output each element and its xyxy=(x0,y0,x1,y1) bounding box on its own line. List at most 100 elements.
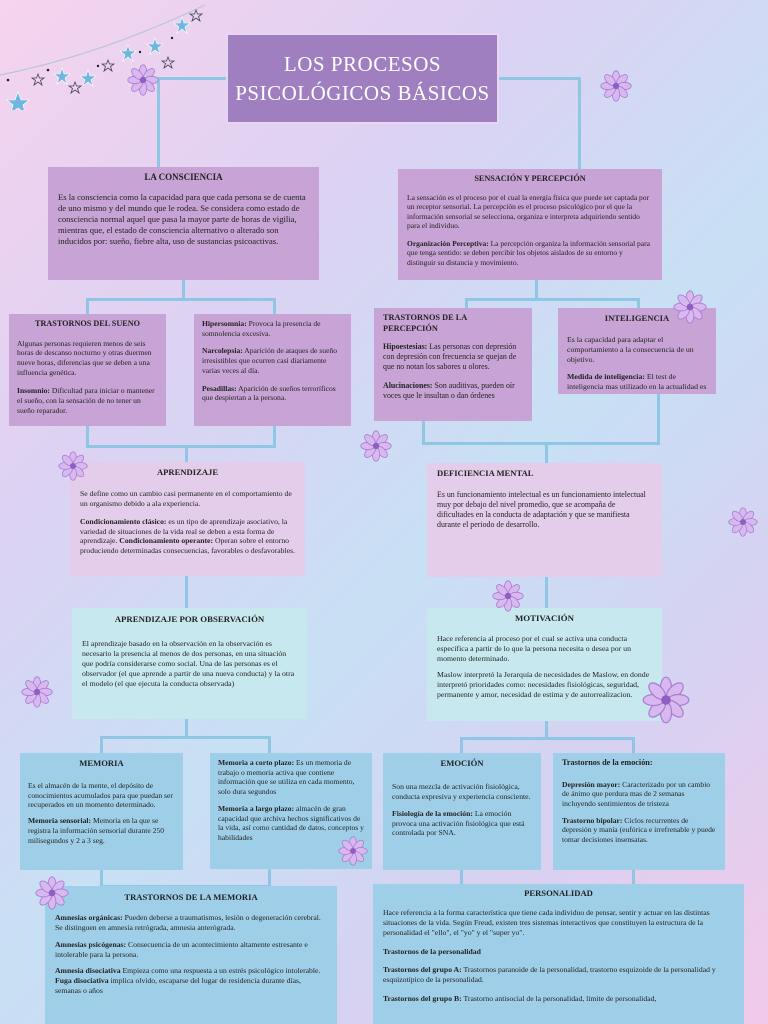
sensacion-term: Organización Perceptiva: xyxy=(407,238,489,248)
flower-icon xyxy=(728,507,758,537)
medida-text: El test de inteligencia mas utilizado en… xyxy=(567,371,707,394)
hipersomnia-term: Hipersomnia: xyxy=(202,319,247,328)
connector xyxy=(460,869,463,885)
sueno-title: TRASTORNOS DEL SUENO xyxy=(35,319,140,328)
connector xyxy=(535,280,538,300)
consciencia-text: Es la consciencia como la capacidad para… xyxy=(58,191,306,246)
pesadillas-text: Aparición de sueños terroríficos que des… xyxy=(202,383,336,403)
depresion-text: Caracterizado por un cambio de ánimo que… xyxy=(562,779,711,808)
flower-icon xyxy=(58,451,88,481)
connector xyxy=(157,77,160,169)
fuga-term: Fuga disociativa xyxy=(55,976,109,986)
deficiencia-title: DEFICIENCIA MENTAL xyxy=(437,468,534,478)
connector xyxy=(86,445,276,448)
flower-icon xyxy=(21,676,53,708)
consciencia-title: LA CONSCIENCIA xyxy=(144,172,223,182)
flower-icon xyxy=(642,676,690,724)
connector xyxy=(268,868,271,887)
grupo-b-paragraph: Trastornos del grupo B: Trastorno antiso… xyxy=(383,994,734,1004)
sensacion-box: SENSACIÓN Y PERCEPCIÓN La sensación es e… xyxy=(398,169,662,280)
connector xyxy=(578,77,581,169)
corto-plazo-term: Memoria a corto plazo: xyxy=(218,758,295,767)
aprendizaje-title: APRENDIZAJE xyxy=(156,467,219,477)
pesadillas-paragraph: Pesadillas: Aparición de sueños terroríf… xyxy=(202,384,343,403)
inteligencia-box: INTELIGENCIA Es la capacidad para adapta… xyxy=(558,308,716,394)
connector xyxy=(185,575,188,609)
inteligencia-title: INTELIGENCIA xyxy=(604,313,670,323)
connector xyxy=(657,393,660,444)
amnesias-organicas-term: Amnesias orgánicas: xyxy=(55,913,123,922)
condicionamiento-paragraph: Condicionamiento clásico: es un tipo de … xyxy=(80,517,295,556)
connector xyxy=(460,737,635,740)
largo-plazo-term: Memoria a largo plazo: xyxy=(218,803,295,813)
grupo-b-term: Trastornos del grupo B: xyxy=(383,994,462,1004)
bipolar-text: Ciclos recurrentes de depresión y manía … xyxy=(562,815,716,845)
insomnio-text: Dificultad para iniciar o mantener el su… xyxy=(17,386,155,415)
connector xyxy=(86,298,276,301)
alucinaciones-text: Son auditivas, pueden oír voces que le i… xyxy=(383,380,515,400)
observacion-box: APRENDIZAJE POR OBSERVACIÓN El aprendiza… xyxy=(72,608,307,719)
narcolepsia-term: Narcolepsia: xyxy=(202,346,243,356)
amnesias-psicogenas-text: Consecuencia de un acontecimiento altame… xyxy=(55,939,308,959)
insomnio-paragraph: Insomnio: Dificultad para iniciar o mant… xyxy=(17,386,158,415)
sueno-box: TRASTORNOS DEL SUENO Algunas personas re… xyxy=(9,314,166,426)
connector xyxy=(632,737,635,754)
connector xyxy=(632,869,635,885)
connector xyxy=(460,737,463,754)
flower-icon xyxy=(600,70,632,102)
connector xyxy=(422,442,660,445)
motivacion-title: MOTIVACIÓN xyxy=(515,613,574,623)
amnesia-disociativa-text: Empieza como una respuesta a un estrés p… xyxy=(120,966,321,976)
medida-paragraph: Medida de inteligencia: El test de intel… xyxy=(567,372,707,394)
emocion-text: Son una mezcla de activación fisiológica… xyxy=(392,782,531,801)
connector xyxy=(100,736,103,754)
sensacion-text: La sensación es el proceso por el cual l… xyxy=(407,192,650,231)
connector xyxy=(100,869,103,887)
personalidad-subtitle: Trastornos de la personalidad xyxy=(383,946,481,956)
memoria-sensorial-term: Memoria sensorial: xyxy=(28,816,92,826)
sensacion-title: SENSACIÓN Y PERCEPCIÓN xyxy=(474,174,586,183)
connector xyxy=(465,298,468,310)
connector xyxy=(637,298,640,310)
clasico-term: Condicionamiento clásico: xyxy=(80,516,167,526)
fisiologia-text: La emoción provoca una activación fisiol… xyxy=(392,808,525,838)
amnesia-disociativa-paragraph: Amnesia disociativa Empieza como una res… xyxy=(55,966,327,996)
page-title: LOS PROCESOS PSICOLÓGICOS BÁSICOS xyxy=(226,33,499,124)
star-garland xyxy=(0,4,206,110)
depresion-term: Depresión mayor: xyxy=(562,779,621,789)
emocion-box: EMOCIÓN Son una mezcla de activación fis… xyxy=(383,753,541,870)
insomnio-term: Insomnio: xyxy=(17,386,50,396)
fisiologia-paragraph: Fisiología de la emoción: La emoción pro… xyxy=(392,809,532,839)
connector xyxy=(545,577,548,610)
amnesia-disociativa-term: Amnesia disociativa xyxy=(55,966,121,976)
hipoestesias-paragraph: Hipoestesias: Las personas con depresión… xyxy=(383,342,523,372)
personalidad-title: PERSONALIDAD xyxy=(524,888,593,898)
emocion-title: EMOCIÓN xyxy=(440,758,484,768)
trastornos-memoria-box: TRASTORNOS DE LA MEMORIA Amnesias orgáni… xyxy=(45,886,337,1024)
narcolepsia-paragraph: Narcolepsia: Aparición de ataques de sue… xyxy=(202,346,343,375)
depresion-paragraph: Depresión mayor: Caracterizado por un ca… xyxy=(562,780,716,809)
connector xyxy=(100,736,270,739)
emocion-trastornos-title: Trastornos de la emoción: xyxy=(562,758,653,767)
grupo-a-term: Trastornos del grupo A: xyxy=(383,965,462,975)
hipersomnia-text: Provoca la presencia de somnolencia exce… xyxy=(202,319,321,338)
memoria-sensorial-paragraph: Memoria sensorial: Memoria en la que se … xyxy=(28,816,175,845)
clasico-text: es un tipo de aprendizaje asociativo, la… xyxy=(80,516,288,546)
grupo-b-text: Trastorno antisocial de la personalidad,… xyxy=(461,994,657,1004)
sueno-text: Algunas personas requieren menos de seis… xyxy=(17,338,152,377)
connector xyxy=(545,721,548,739)
hipoestesias-term: Hipoestesias: xyxy=(383,342,428,352)
operante-term: Condicionamiento operante: xyxy=(119,536,214,546)
connector xyxy=(185,719,188,738)
amnesias-psicogenas-paragraph: Amnesias psicógenas: Consecuencia de un … xyxy=(55,940,327,960)
amnesias-organicas-paragraph: Amnesias orgánicas: Pueden deberse a tra… xyxy=(55,913,327,933)
amnesias-organicas-text: Pueden deberse a traumatismos, lesión o … xyxy=(55,913,321,932)
personalidad-box: PERSONALIDAD Hace referencia a la forma … xyxy=(373,884,744,1024)
sueno-trastornos-box: Hipersomnia: Provoca la presencia de som… xyxy=(194,314,351,426)
percepcion-box: TRASTORNOS DE LA PERCEPCIÓN Hipoestesias… xyxy=(374,308,532,421)
grupo-a-text: Trastornos paranoide de la personalidad,… xyxy=(383,965,716,985)
deficiencia-text: Es un funcionamiento intelectual es un f… xyxy=(437,490,646,530)
connector xyxy=(185,445,188,463)
memoria-plazos-box: Memoria a corto plazo: Es un memoria de … xyxy=(210,753,372,869)
hipersomnia-paragraph: Hipersomnia: Provoca la presencia de som… xyxy=(202,319,343,338)
